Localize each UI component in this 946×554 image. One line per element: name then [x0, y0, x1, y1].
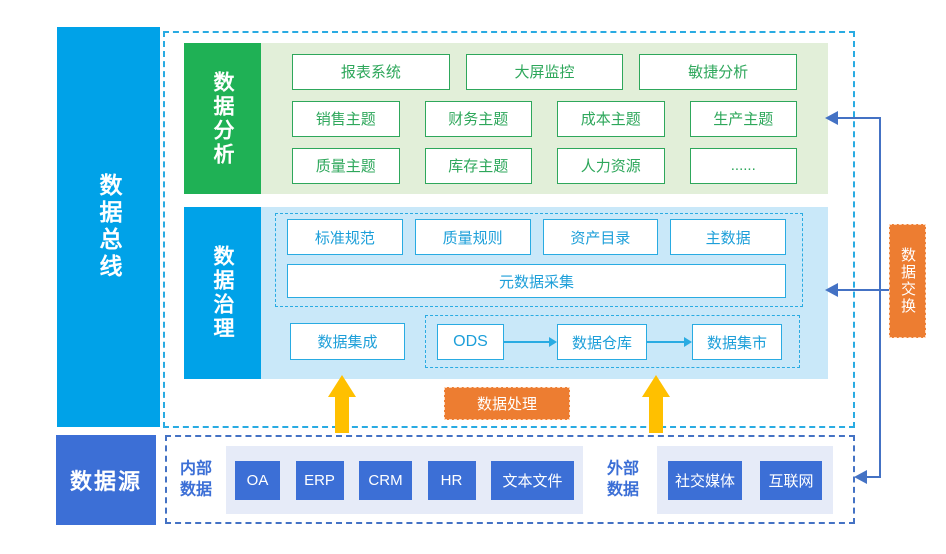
arrow-warehouse-to-mart	[647, 337, 692, 347]
box-erp: ERP	[295, 460, 344, 500]
box-text-files: 文本文件	[491, 460, 574, 500]
box-social-media: 社交媒体	[668, 460, 742, 500]
governance-rules-container: 标准规范 质量规则 资产目录 主数据 元数据采集	[275, 213, 803, 307]
box-hr-topic: 人力资源	[557, 147, 665, 184]
arrow-ods-to-warehouse	[504, 337, 557, 347]
data-governance-section: 数据治理 标准规范 质量规则 资产目录 主数据 元数据采集 数据集成 ODS 数	[184, 207, 828, 379]
analysis-row-1: 报表系统 大屏监控 敏捷分析	[292, 53, 798, 90]
data-governance-body: 标准规范 质量规则 资产目录 主数据 元数据采集 数据集成 ODS 数据仓库 数…	[261, 207, 828, 379]
data-analysis-body: 报表系统 大屏监控 敏捷分析 销售主题 财务主题 成本主题 生产主题 质量主题 …	[261, 43, 828, 194]
warehouse-flow-container: ODS 数据仓库 数据集市	[425, 315, 800, 368]
data-source-label-box: 数据源	[56, 435, 156, 525]
data-exchange-label: 数据交换	[899, 247, 916, 315]
box-sales-topic: 销售主题	[292, 100, 400, 137]
box-oa: OA	[235, 460, 280, 500]
data-source-container: 内部数据 OA ERP CRM HR 文本文件 外部数据 社交媒体 互联网	[165, 435, 855, 524]
analysis-row-2: 销售主题 财务主题 成本主题 生产主题	[292, 100, 797, 137]
box-asset-catalog: 资产目录	[542, 219, 659, 255]
box-metadata-collection: 元数据采集	[287, 264, 786, 298]
box-crm: CRM	[359, 460, 412, 500]
box-finance-topic: 财务主题	[424, 100, 532, 137]
box-quality-rules: 质量规则	[414, 219, 531, 255]
box-hr: HR	[427, 460, 476, 500]
box-agile-analysis: 敏捷分析	[639, 53, 798, 90]
box-cost-topic: 成本主题	[557, 100, 665, 137]
data-governance-label: 数据治理	[211, 245, 234, 341]
data-analysis-label-box: 数据分析	[184, 43, 261, 194]
box-production-topic: 生产主题	[689, 100, 797, 137]
box-data-exchange: 数据交换	[889, 224, 926, 338]
box-data-processing: 数据处理	[444, 387, 570, 420]
external-data-label: 外部数据	[607, 459, 640, 499]
internal-data-label: 内部数据	[180, 459, 213, 499]
data-analysis-section: 数据分析 报表系统 大屏监控 敏捷分析 销售主题 财务主题 成本主题 生产主题 …	[184, 43, 828, 194]
data-bus-label: 数据总线	[96, 173, 122, 281]
data-analysis-label: 数据分析	[211, 70, 234, 167]
internal-data-strip: OA ERP CRM HR 文本文件	[226, 446, 583, 514]
governance-rules-row: 标准规范 质量规则 资产目录 主数据	[287, 219, 786, 255]
box-data-warehouse: 数据仓库	[557, 324, 647, 360]
box-report-system: 报表系统	[292, 53, 450, 90]
box-ods: ODS	[437, 324, 504, 360]
box-data-mart: 数据集市	[692, 324, 782, 360]
box-more-topics: ......	[689, 147, 797, 184]
arrowhead-to-source	[854, 470, 867, 484]
box-inventory-topic: 库存主题	[424, 147, 532, 184]
data-bus-bar: 数据总线	[57, 27, 160, 427]
box-standards: 标准规范	[287, 219, 403, 255]
box-internet: 互联网	[760, 460, 822, 500]
data-governance-label-box: 数据治理	[184, 207, 261, 379]
box-master-data: 主数据	[670, 219, 786, 255]
box-quality-topic: 质量主题	[292, 147, 400, 184]
box-screen-monitoring: 大屏监控	[465, 53, 624, 90]
external-data-strip: 社交媒体 互联网	[657, 446, 833, 514]
platform-container: 数据分析 报表系统 大屏监控 敏捷分析 销售主题 财务主题 成本主题 生产主题 …	[163, 31, 855, 428]
analysis-row-3: 质量主题 库存主题 人力资源 ......	[292, 147, 797, 184]
box-data-integration: 数据集成	[290, 323, 405, 360]
